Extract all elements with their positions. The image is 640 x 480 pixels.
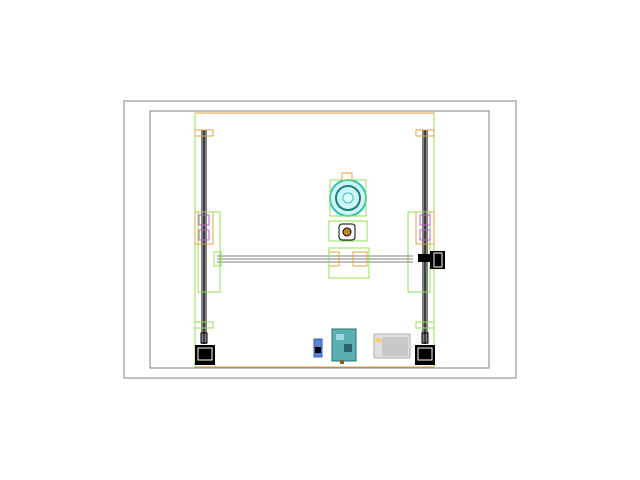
right-rail bbox=[407, 129, 435, 344]
driver-module bbox=[313, 338, 323, 358]
spindle bbox=[329, 172, 367, 217]
machine-outline bbox=[194, 112, 435, 368]
power-module bbox=[373, 333, 411, 359]
left-rail bbox=[194, 129, 221, 344]
stepper-motor-x bbox=[418, 251, 445, 269]
sheet-border bbox=[123, 100, 517, 379]
stepper-motor-right bbox=[415, 332, 435, 365]
drawing-frame bbox=[149, 110, 490, 369]
stepper-motor-left bbox=[195, 332, 215, 365]
spindle-motor bbox=[328, 220, 368, 242]
controller-board bbox=[331, 328, 357, 364]
x-gantry-bar bbox=[213, 247, 413, 279]
